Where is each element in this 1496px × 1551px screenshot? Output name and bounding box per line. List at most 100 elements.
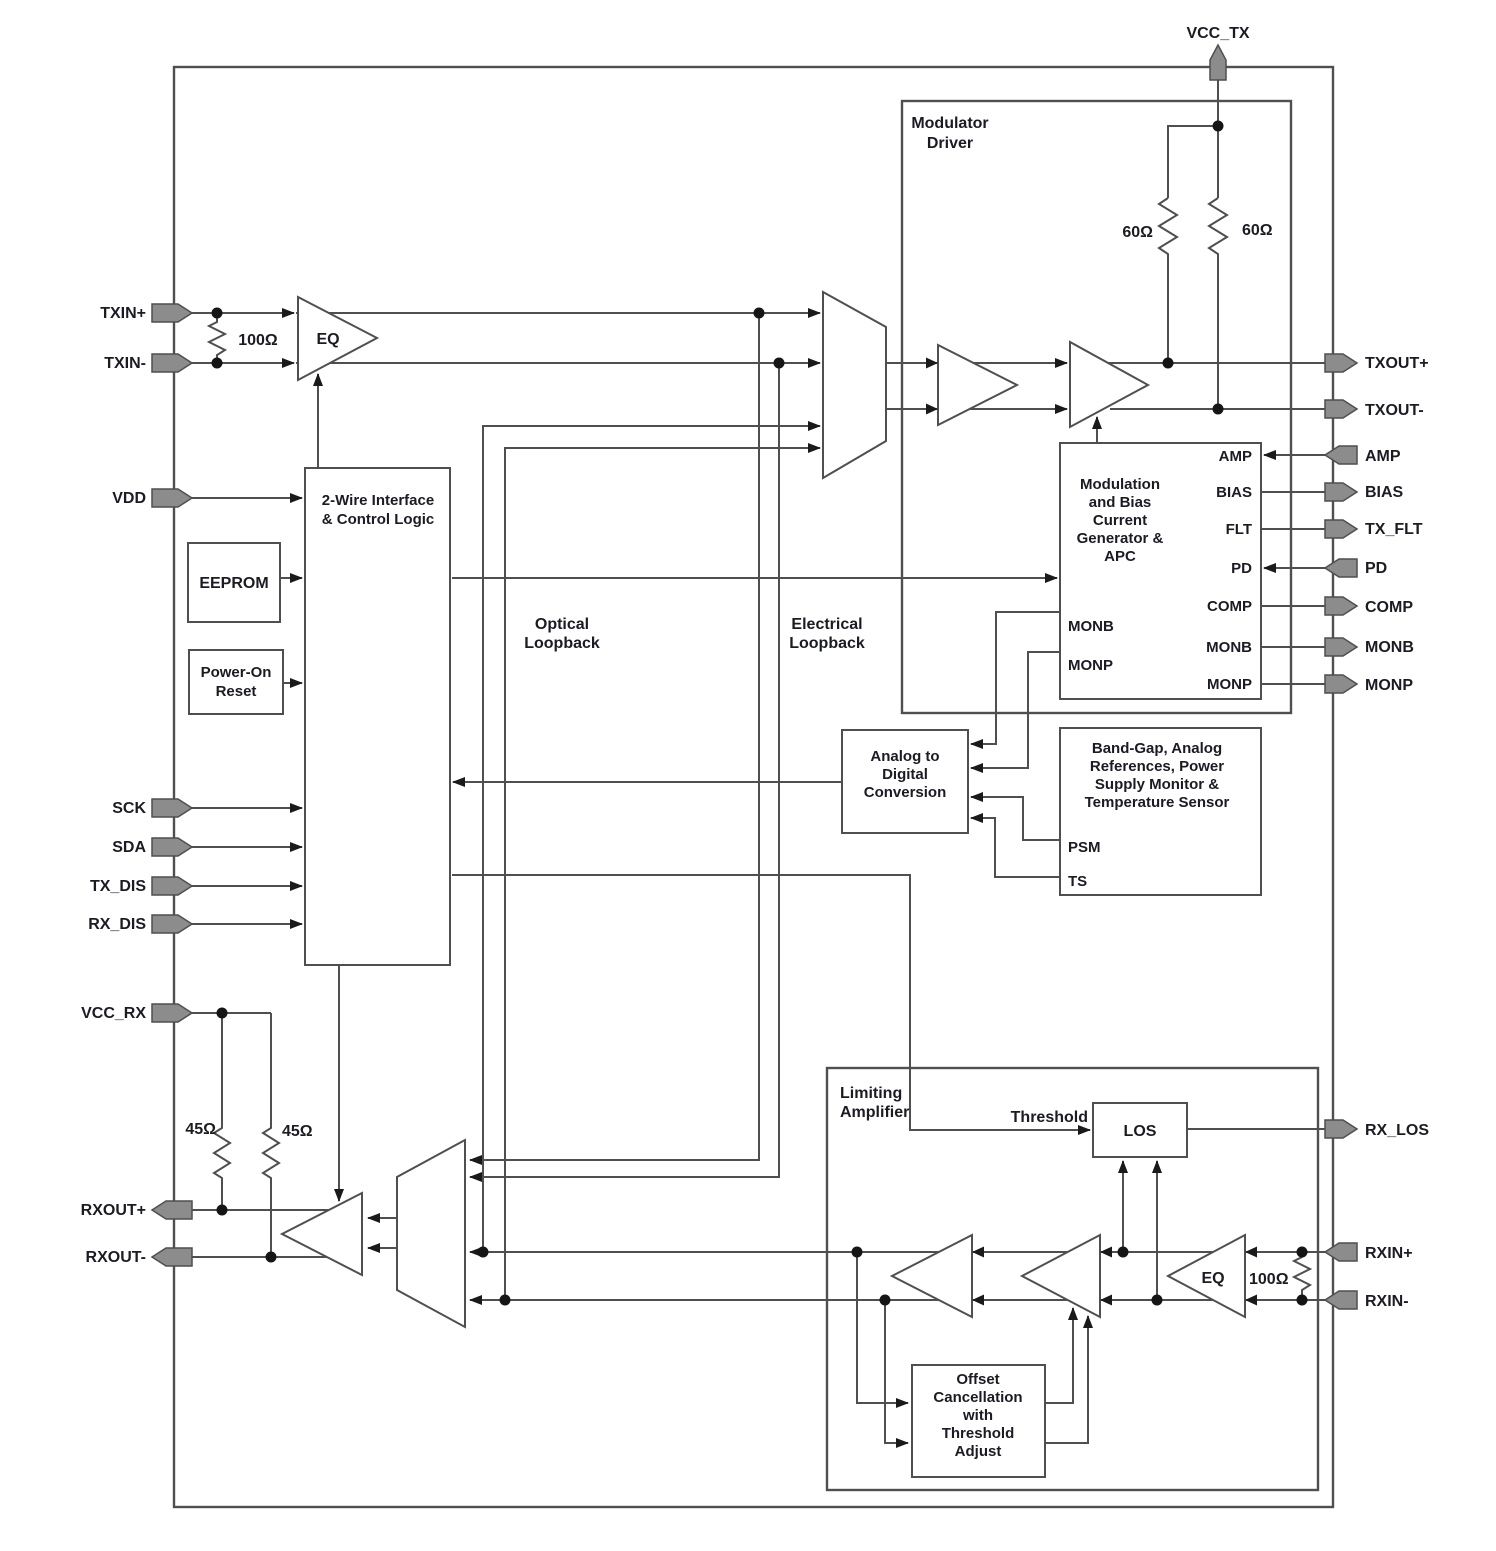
resistor-45-right-label: 45Ω (282, 1123, 313, 1140)
offset-title-4: Threshold (942, 1425, 1015, 1442)
arrow-into-rxamp2-bottom (1100, 1294, 1112, 1306)
junction-dot (216, 1007, 228, 1019)
pin-txout-plus (1324, 353, 1359, 373)
wire-offset-out-2 (1045, 1315, 1093, 1444)
arrow-into-driver1-bottom (926, 403, 938, 415)
resistor-45-left (212, 1013, 232, 1210)
wire-offset-in-1 (856, 1252, 909, 1408)
offset-title-2: Cancellation (933, 1389, 1022, 1406)
offset-cancellation-box (911, 1364, 1046, 1478)
tx-eq-amplifier (297, 295, 380, 382)
pin-vdd (151, 488, 194, 508)
bandgap-title-4: Temperature Sensor (1085, 794, 1230, 811)
rx-amp-stage1 (889, 1233, 973, 1319)
pin-vcc-tx (1209, 43, 1227, 81)
wire-electrical-loopback-1 (469, 313, 760, 1165)
junction-dot (211, 357, 223, 369)
resistor-100-rxin (1291, 1252, 1313, 1300)
pin-txin-plus-label: TXIN+ (100, 305, 146, 322)
resistor-60-left-label: 60Ω (1122, 224, 1153, 241)
pin-tx-flt (1324, 519, 1359, 539)
modulator-driver-title-2: Driver (927, 135, 973, 152)
wire-offset-in-2 (884, 1300, 909, 1448)
modulation-port-monp: MONP (1207, 676, 1252, 693)
junction-dot (1296, 1294, 1308, 1306)
wire-optical-loopback-2 (504, 443, 821, 1300)
pin-rxin-plus-label: RXIN+ (1365, 1245, 1413, 1262)
wire-optical-loopback-1 (482, 421, 821, 1252)
pin-rxout-plus (150, 1200, 193, 1220)
pin-rxin-plus (1323, 1242, 1358, 1262)
pin-txout-minus (1324, 399, 1359, 419)
threshold-label: Threshold (1011, 1109, 1088, 1126)
electrical-loopback-label-2: Loopback (789, 635, 865, 652)
bandgap-title-3: Supply Monitor & (1095, 776, 1219, 793)
junction-dot (1296, 1246, 1308, 1258)
wire-electrical-loopback-2 (469, 363, 780, 1182)
pins (150, 43, 1359, 1310)
pin-txin-plus (151, 303, 194, 323)
pin-amp-label: AMP (1365, 448, 1401, 465)
junction-dot (216, 1204, 228, 1216)
pin-txout-plus-label: TXOUT+ (1365, 355, 1429, 372)
optical-loopback-label-1: Optical (535, 616, 589, 633)
wire-psm-to-adc (970, 792, 1060, 841)
tx-eq-label: EQ (316, 331, 339, 348)
electrical-loopback-label-1: Electrical (791, 616, 862, 633)
driver-amp-stage1 (937, 343, 1020, 427)
arrow-into-driver1-top (926, 357, 938, 369)
pin-amp (1323, 445, 1358, 465)
arrow-into-rxamp1-bottom (972, 1294, 984, 1306)
shapes (187, 290, 1262, 1478)
modulation-bias-box (1059, 442, 1262, 700)
pin-rxout-minus (150, 1247, 193, 1267)
pin-monp (1324, 674, 1359, 694)
junction-dot (211, 307, 223, 319)
resistor-60-left (1157, 197, 1179, 363)
pin-tx-dis (151, 876, 194, 896)
adc-title-1: Analog to (870, 748, 939, 765)
pin-comp (1324, 596, 1359, 616)
wire-offset-out-1 (1045, 1307, 1078, 1404)
pin-comp-label: COMP (1365, 599, 1413, 616)
los-title: LOS (1124, 1123, 1157, 1140)
pin-rx-dis-label: RX_DIS (88, 916, 146, 933)
rx-loopback-mux (396, 1138, 466, 1329)
pin-sda-label: SDA (112, 839, 146, 856)
rx-eq-label: EQ (1201, 1270, 1224, 1287)
modulation-title-5: APC (1104, 548, 1136, 565)
pin-monp-label: MONP (1365, 677, 1413, 694)
driver-amp-stage2 (1069, 340, 1151, 429)
pin-txin-minus-label: TXIN- (104, 355, 146, 372)
modulation-port-comp: COMP (1207, 598, 1252, 615)
two-wire-title-2: & Control Logic (322, 511, 435, 528)
por-title-1: Power-On (201, 664, 272, 681)
modulation-port-bias: BIAS (1216, 484, 1252, 501)
resistor-100-txin-label: 100Ω (238, 332, 278, 349)
bandgap-port-ts: TS (1068, 873, 1087, 890)
resistor-45-left-label: 45Ω (185, 1121, 216, 1138)
pin-rxout-plus-label: RXOUT+ (81, 1202, 146, 1219)
pin-rx-los-label: RX_LOS (1365, 1122, 1429, 1139)
adc-title-3: Conversion (864, 784, 947, 801)
pin-monb (1324, 637, 1359, 657)
junction-dot (1212, 403, 1224, 415)
wire-ts-to-adc (970, 813, 1060, 878)
adc-box (841, 729, 969, 834)
resistor-60-right-label: 60Ω (1242, 222, 1273, 239)
pin-pd-label: PD (1365, 560, 1387, 577)
pin-txin-minus (151, 353, 194, 373)
overlays (211, 120, 1308, 1444)
pin-sda (151, 837, 194, 857)
tx-loopback-mux (822, 290, 887, 480)
junction-dot (1212, 120, 1224, 132)
modulation-port-monb-left: MONB (1068, 618, 1114, 635)
modulation-port-monp-left: MONP (1068, 657, 1113, 674)
resistor-100-rxin-label: 100Ω (1249, 1271, 1289, 1288)
rx-output-amplifier (279, 1191, 363, 1277)
bandgap-box (1059, 727, 1262, 896)
arrow-into-rxeq-top (1245, 1246, 1257, 1258)
por-title-2: Reset (216, 683, 257, 700)
